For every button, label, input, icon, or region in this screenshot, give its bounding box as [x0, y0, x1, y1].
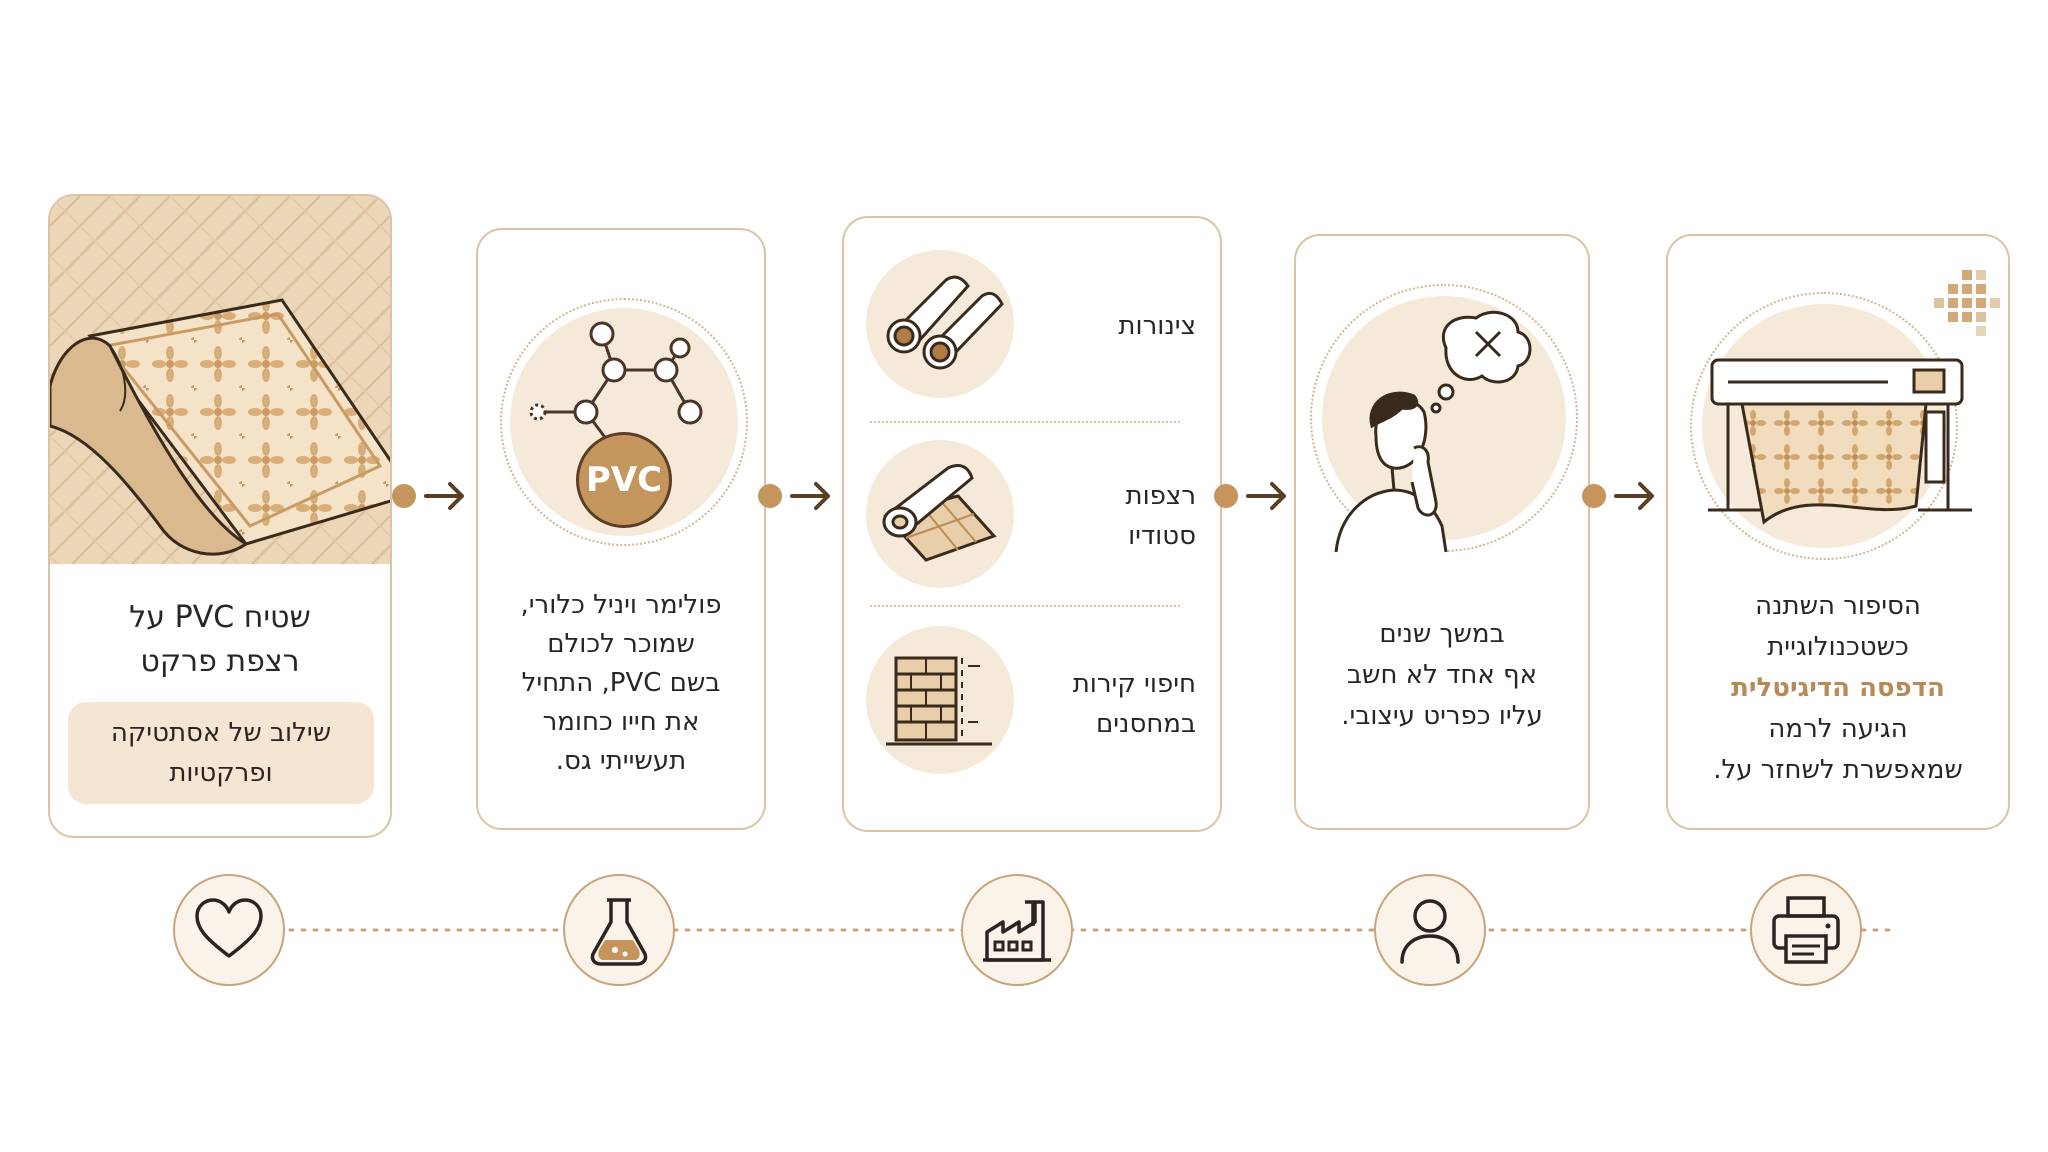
divider-1 [870, 421, 1180, 423]
timeline-node-factory [961, 874, 1073, 986]
polymer-text: פולימר ויניל כלורי, שמוכר לכולם בשם PVC,… [478, 586, 764, 781]
step-card-no-design: במשך שנים אף אחד לא חשב עליו כפריט עיצוב… [1294, 234, 1590, 830]
pipes-label: צינורות [1046, 306, 1196, 346]
no-design-line-1: במשך שנים [1379, 619, 1505, 649]
digital-print-highlight: הדפסה הדיגיטלית [1731, 673, 1945, 703]
brick-wall-label-line-1: חיפוי קירות [1072, 669, 1196, 699]
floor-roll-label: רצפות סטודיו [1046, 476, 1196, 556]
printer-dotted-ring [1690, 292, 1958, 560]
no-design-line-3: עליו כפריט עיצובי. [1341, 701, 1543, 731]
step-card-pvc-rug: שטיח PVC על רצפת פרקט [48, 194, 392, 838]
polymer-line-5: תעשייתי גס. [555, 746, 687, 776]
digital-print-line-4: שמאפשרת לשחזר על. [1713, 755, 1963, 785]
polymer-dotted-ring [500, 298, 748, 546]
brick-wall-label: חיפוי קירות במחסנים [1046, 664, 1196, 744]
pvc-rug-title-line-1: שטיח PVC על [129, 600, 311, 635]
person-icon [1400, 899, 1460, 964]
timeline-dotted-line [230, 928, 1892, 932]
pixel-squares-decoration [1934, 270, 2000, 336]
brick-wall-icon [886, 656, 992, 746]
brick-wall-label-line-2: במחסנים [1095, 709, 1196, 739]
polymer-line-2: שמוכר לכולם [547, 629, 695, 659]
pvc-badge-label: PVC [585, 460, 663, 500]
timeline-node-person [1374, 874, 1486, 986]
digital-print-line-2: כשטכנולוגיית [1767, 632, 1909, 662]
pipes-icon [886, 275, 1004, 370]
badge-line-2: ופרקטיות [169, 758, 273, 788]
floor-roll-icon [882, 464, 997, 562]
no-design-text: במשך שנים אף אחד לא חשב עליו כפריט עיצוב… [1296, 614, 1588, 737]
thinking-person-illustration [1334, 310, 1532, 553]
timeline-node-flask [563, 874, 675, 986]
floor-roll-label-line-2: סטודיו [1128, 521, 1196, 551]
digital-print-line-1: הסיפור השתנה [1755, 591, 1921, 621]
digital-print-line-3: הגיעה לרמה [1768, 714, 1908, 744]
large-format-printer-illustration [1708, 358, 1972, 525]
step-card-polymer: PVC פולימר ויניל כלורי, שמוכר לכולם בשם … [476, 228, 766, 830]
pvc-rug-title: שטיח PVC על רצפת פרקט [50, 596, 390, 684]
connector-arrow-1 [392, 482, 464, 510]
pipes-circle-bg [866, 250, 1014, 398]
factory-icon [983, 900, 1051, 962]
step-card-digital-print: הסיפור השתנה כשטכנולוגיית הדפסה הדיגיטלי… [1666, 234, 2010, 830]
no-design-line-2: אף אחד לא חשב [1347, 660, 1537, 690]
badge-line-1: שילוב של אסתטיקה [110, 718, 332, 748]
floor-roll-label-line-1: רצפות [1125, 481, 1196, 511]
polymer-line-4: את חייו כחומר [542, 707, 700, 737]
connector-arrow-2 [758, 482, 830, 510]
digital-print-text: הסיפור השתנה כשטכנולוגיית הדפסה הדיגיטלי… [1668, 586, 2008, 791]
divider-2 [870, 605, 1180, 607]
flask-icon [590, 898, 648, 966]
aesthetics-practicality-badge: שילוב של אסתטיקה ופרקטיות [68, 702, 374, 804]
heart-icon [195, 898, 263, 958]
pipes-label-line-1: צינורות [1118, 311, 1196, 341]
pvc-rug-on-parquet-illustration [50, 196, 390, 564]
pvc-badge-circle: PVC [576, 432, 672, 528]
polymer-line-3: בשם PVC, התחיל [521, 668, 721, 698]
connector-arrow-3 [1214, 482, 1286, 510]
connector-arrow-4 [1582, 482, 1654, 510]
polymer-line-1: פולימר ויניל כלורי, [520, 590, 722, 620]
timeline-node-heart [173, 874, 285, 986]
timeline-node-printer [1750, 874, 1862, 986]
printer-icon [1772, 896, 1840, 964]
molecule-icon [529, 321, 703, 445]
pvc-rug-title-line-2: רצפת פרקט [140, 644, 300, 679]
